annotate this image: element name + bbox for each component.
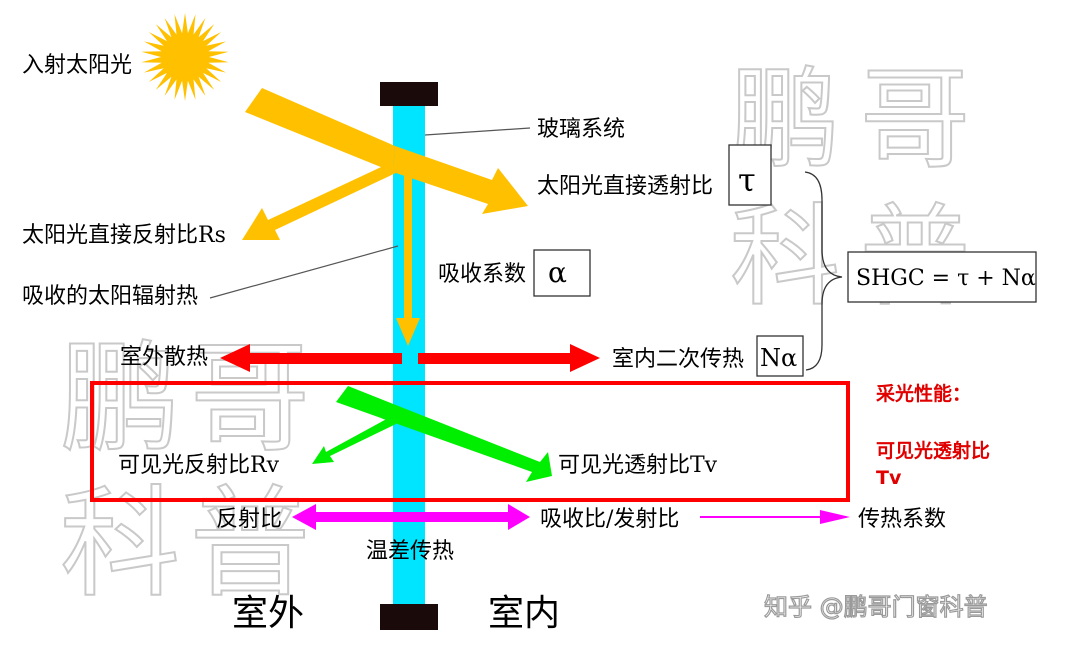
watermark-char: 鹏 (60, 330, 180, 469)
absorbed-heat-leader-line (209, 245, 399, 299)
indoor-label: 室内 (488, 593, 560, 634)
reflect-absorb-arrow (316, 504, 530, 530)
tau-symbol: τ (738, 161, 756, 199)
visible-transmit-label: 可见光透射比Tv (558, 453, 718, 478)
visible-transmit-red-label: 可见光透射比 (876, 439, 990, 462)
watermark-char: 哥 (860, 56, 970, 184)
direct-reflect-label: 太阳光直接反射比Rs (22, 223, 226, 248)
direct-transmit-label: 太阳光直接透射比 (537, 174, 713, 199)
credit-watermark: 知乎 @鹏哥门窗科普 (764, 593, 988, 621)
direct-reflect-arrow (242, 162, 398, 240)
tau-box (728, 144, 772, 206)
visible-reflect-arrow (312, 416, 396, 464)
alpha-symbol: α (548, 256, 567, 289)
daylight-title: 采光性能： (876, 382, 971, 405)
temp-diff-label: 温差传热 (366, 539, 454, 564)
n-alpha-symbol: Nα (760, 344, 797, 372)
watermark-char: 科 (730, 193, 840, 321)
incident-sun-arrow (245, 88, 395, 172)
sun-core (163, 35, 207, 79)
outdoor-label: 室外 (232, 593, 304, 634)
visible-transmit-arrow (336, 386, 552, 482)
glass-system-label: 玻璃系统 (537, 117, 625, 142)
indoor-secondary-label: 室内二次传热 (612, 347, 744, 372)
alpha-box (533, 249, 591, 297)
daylight-box (90, 381, 850, 502)
shgc-box (847, 251, 1037, 303)
glass-top-cap (380, 82, 438, 106)
incident-sun-label: 入射太阳光 (22, 53, 132, 78)
shgc-formula: SHGC = τ + Nα (856, 266, 1036, 291)
absorb-emit-label: 吸收比/发射比 (540, 507, 679, 532)
indoor-heat-arrow (418, 344, 600, 372)
watermark-char: 科 (60, 475, 180, 614)
reflectance-label: 反射比 (216, 507, 282, 532)
absorbed-heat-label: 吸收的太阳辐射热 (22, 284, 198, 309)
direct-transmit-arrow (393, 146, 528, 214)
visible-reflect-label: 可见光反射比Rv (118, 453, 280, 478)
outdoor-heat-arrow (220, 344, 402, 372)
reflect-arrow-head (292, 504, 316, 530)
formula-brace (804, 171, 843, 371)
heat-coeff-arrow-head (820, 510, 850, 524)
outdoor-dissipation-label: 室外散热 (120, 345, 208, 370)
watermark-char: 普 (190, 475, 310, 614)
absorb-arrow (396, 170, 420, 346)
glass-leader-line (424, 127, 531, 136)
glass-bottom-cap (380, 604, 438, 630)
sun-icon (141, 13, 229, 101)
watermark-left: 鹏 哥 科 普 (59, 329, 311, 615)
heat-transfer-coeff-label: 传热系数 (858, 507, 946, 532)
absorb-coeff-label: 吸收系数 (438, 262, 526, 287)
n-alpha-box (756, 335, 804, 377)
tv-red-label: Tv (876, 467, 902, 489)
